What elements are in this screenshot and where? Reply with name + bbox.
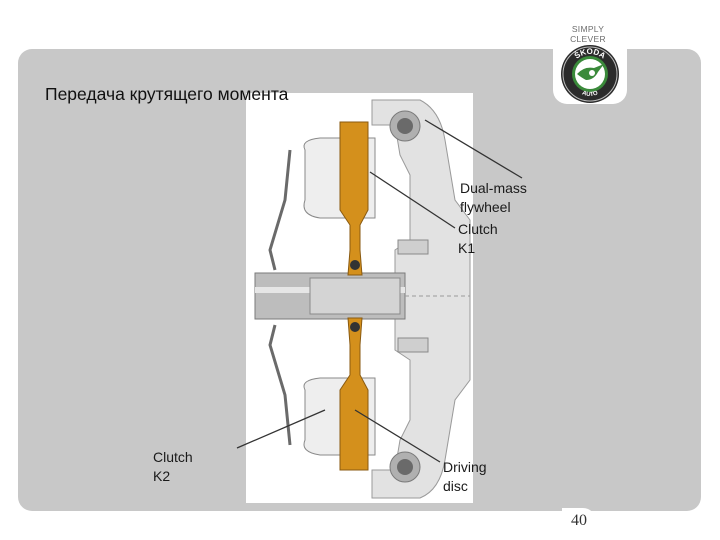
- flywheel-stub-upper: [397, 239, 429, 255]
- page-number: 40: [562, 508, 596, 534]
- driving-disc-upper: [339, 121, 369, 276]
- driving-disc-lower: [339, 317, 369, 471]
- svg-text:AUTO: AUTO: [581, 90, 599, 98]
- leader-dual-mass: [424, 119, 523, 179]
- logo-bottom-text: AUTO: [581, 90, 599, 98]
- slide-title: Передача крутящего момента: [45, 84, 289, 104]
- label-clutch-k1: Clutch K1: [458, 221, 498, 256]
- disc-rivet-lower: [350, 322, 360, 332]
- flywheel-bolt-top-inner: [397, 118, 413, 134]
- skoda-logo: ŠKODA AUTO: [561, 45, 619, 103]
- leader-clutch-k2: [236, 409, 326, 449]
- leader-clutch-k1: [369, 171, 456, 229]
- diaphragm-upper: [268, 149, 292, 271]
- logo-top-text: ŠKODA: [573, 47, 608, 61]
- diaphragm-lower: [268, 324, 292, 446]
- label-clutch-k2: Clutch K2: [153, 449, 193, 484]
- brand-slogan: SIMPLY CLEVER: [570, 24, 606, 44]
- flywheel-stub-lower: [397, 337, 429, 353]
- disc-rivet-upper: [350, 260, 360, 270]
- leader-driving-disc: [354, 409, 441, 463]
- flywheel-bolt-bottom-inner: [397, 459, 413, 475]
- label-dual-mass-flywheel: Dual-mass flywheel: [460, 180, 527, 215]
- label-driving-disc: Driving disc: [443, 459, 487, 494]
- svg-text:ŠKODA: ŠKODA: [573, 47, 608, 61]
- spline-hub: [309, 277, 401, 315]
